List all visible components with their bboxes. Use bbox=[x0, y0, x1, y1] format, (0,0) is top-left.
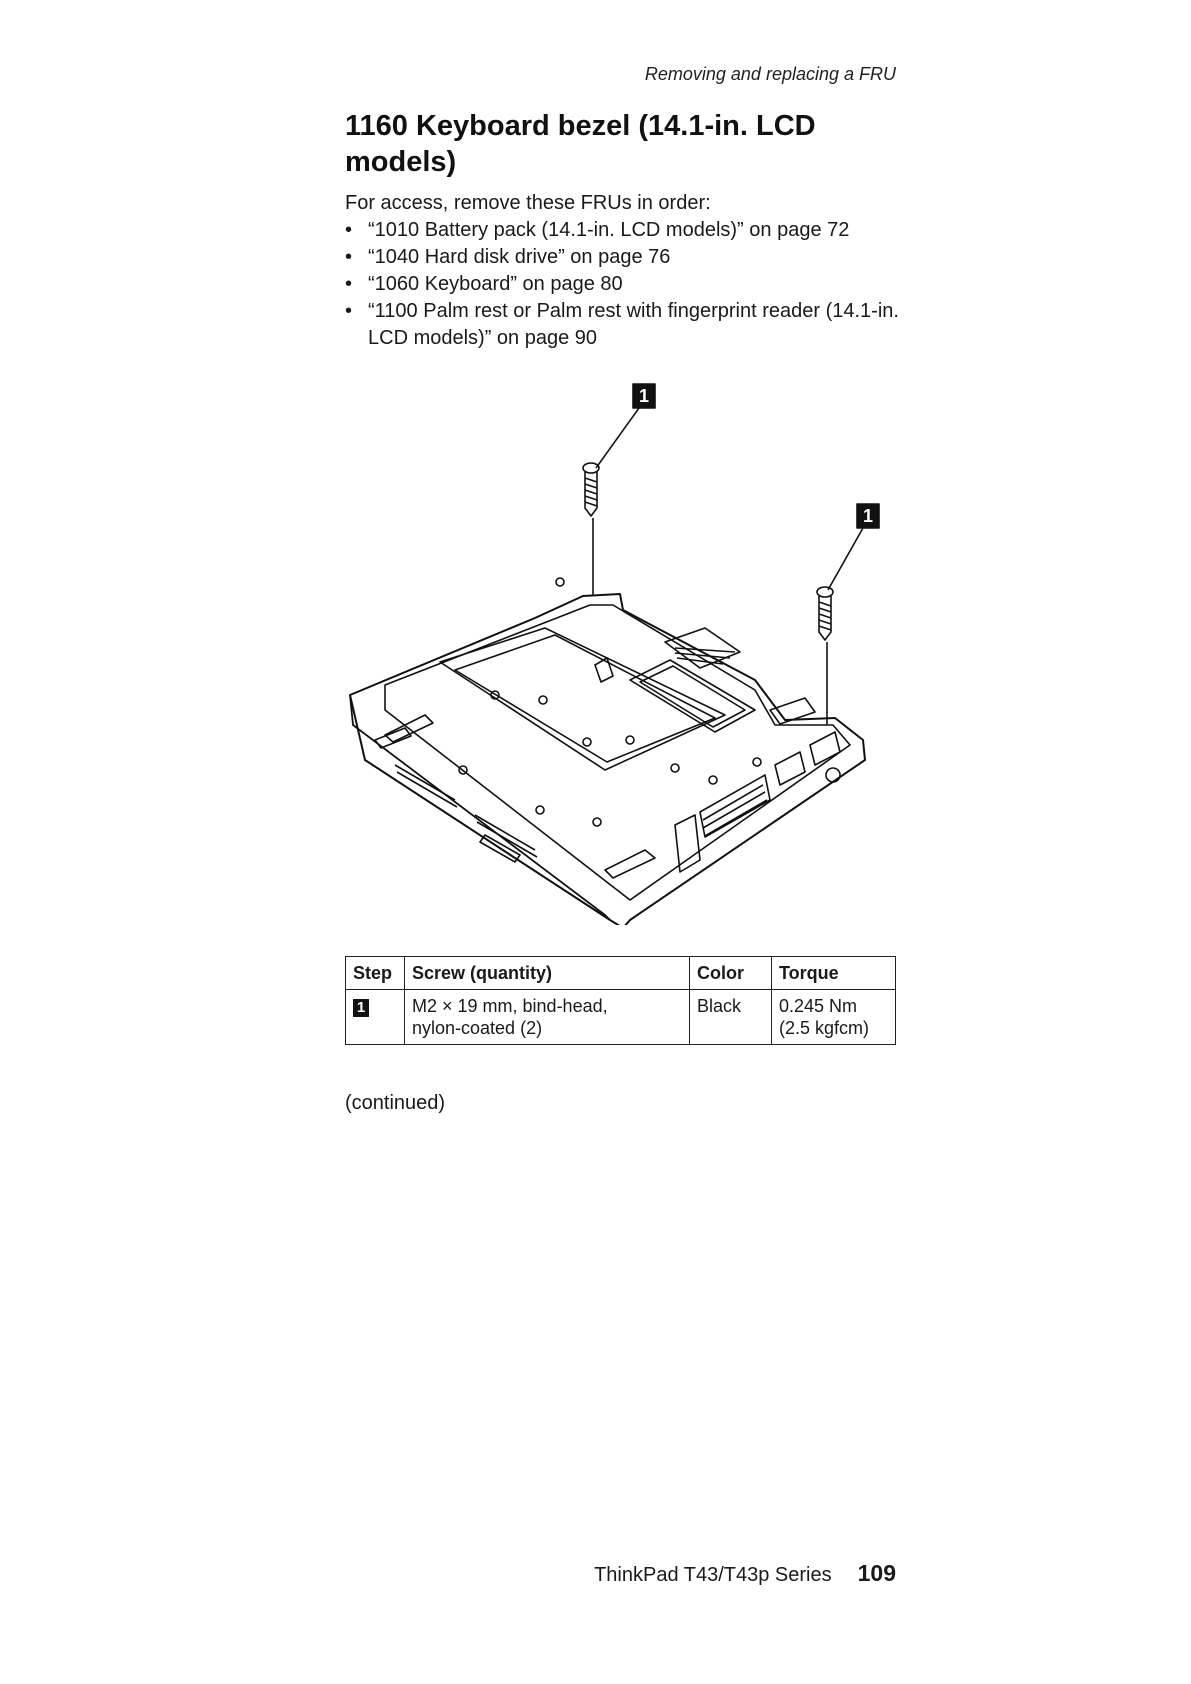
torque-cell: 0.245 Nm(2.5 kgfcm) bbox=[771, 989, 896, 1045]
table-row: 1 M2 × 19 mm, bind-head,nylon-coated (2)… bbox=[345, 989, 896, 1045]
page-number: 109 bbox=[857, 1560, 896, 1586]
screw-icon bbox=[582, 462, 600, 517]
leader-line bbox=[595, 407, 640, 469]
list-item[interactable]: • “1100 Palm rest or Palm rest with finge… bbox=[345, 298, 900, 352]
prerequisite-link[interactable]: “1100 Palm rest or Palm rest with finger… bbox=[368, 300, 899, 349]
table-header-row: Step Screw (quantity) Color Torque bbox=[345, 956, 896, 990]
column-header-torque: Torque bbox=[771, 956, 896, 990]
column-header-screw: Screw (quantity) bbox=[404, 956, 690, 990]
step-cell: 1 bbox=[345, 989, 405, 1045]
footer-series: ThinkPad T43/T43p Series bbox=[594, 1564, 832, 1586]
screw-spec: M2 × 19 mm, bind-head, bbox=[412, 996, 608, 1016]
page-footer: ThinkPad T43/T43p Series 109 bbox=[594, 1560, 896, 1587]
torque-value-alt: (2.5 kgfcm) bbox=[779, 1018, 870, 1038]
prerequisite-list: • “1010 Battery pack (14.1-in. LCD models… bbox=[345, 217, 900, 352]
bullet: • bbox=[345, 300, 353, 322]
illustration-svg: 1 1 bbox=[349, 383, 880, 925]
torque-value: 0.245 Nm bbox=[779, 996, 858, 1016]
bullet: • bbox=[345, 246, 353, 268]
laptop-base-drawing bbox=[349, 577, 866, 925]
access-intro: For access, remove these FRUs in order: bbox=[345, 192, 711, 214]
prerequisite-link[interactable]: “1040 Hard disk drive” on page 76 bbox=[368, 246, 671, 268]
screw-icon bbox=[816, 586, 834, 641]
screw-table: Step Screw (quantity) Color Torque 1 M2 … bbox=[345, 956, 896, 1045]
section-content: 1160 Keyboard bezel (14.1-in. LCD models… bbox=[345, 108, 900, 352]
leader-line bbox=[827, 527, 864, 591]
laptop-bottom-illustration: 1 1 bbox=[345, 380, 900, 925]
section-title: 1160 Keyboard bezel (14.1-in. LCD models… bbox=[345, 110, 816, 178]
step-callout: 1 bbox=[353, 999, 369, 1017]
list-item[interactable]: • “1010 Battery pack (14.1-in. LCD models… bbox=[345, 217, 900, 244]
callout-box bbox=[632, 383, 656, 409]
color-cell: Black bbox=[689, 989, 772, 1045]
callout-label: 1 bbox=[639, 386, 649, 406]
continued-note: (continued) bbox=[345, 1092, 446, 1114]
screw-spec-detail: nylon-coated (2) bbox=[412, 1018, 543, 1038]
bullet: • bbox=[345, 273, 353, 295]
bullet: • bbox=[345, 219, 353, 241]
list-item[interactable]: • “1040 Hard disk drive” on page 76 bbox=[345, 244, 900, 271]
screw-cell: M2 × 19 mm, bind-head,nylon-coated (2) bbox=[404, 989, 690, 1045]
prerequisite-link[interactable]: “1060 Keyboard” on page 80 bbox=[368, 273, 623, 295]
callout-label: 1 bbox=[863, 506, 873, 526]
list-item[interactable]: • “1060 Keyboard” on page 80 bbox=[345, 271, 900, 298]
column-header-color: Color bbox=[689, 956, 772, 990]
prerequisite-link[interactable]: “1010 Battery pack (14.1-in. LCD models)… bbox=[368, 219, 850, 241]
column-header-step: Step bbox=[345, 956, 405, 990]
callout-box bbox=[856, 503, 880, 529]
running-header: Removing and replacing a FRU bbox=[644, 64, 896, 84]
